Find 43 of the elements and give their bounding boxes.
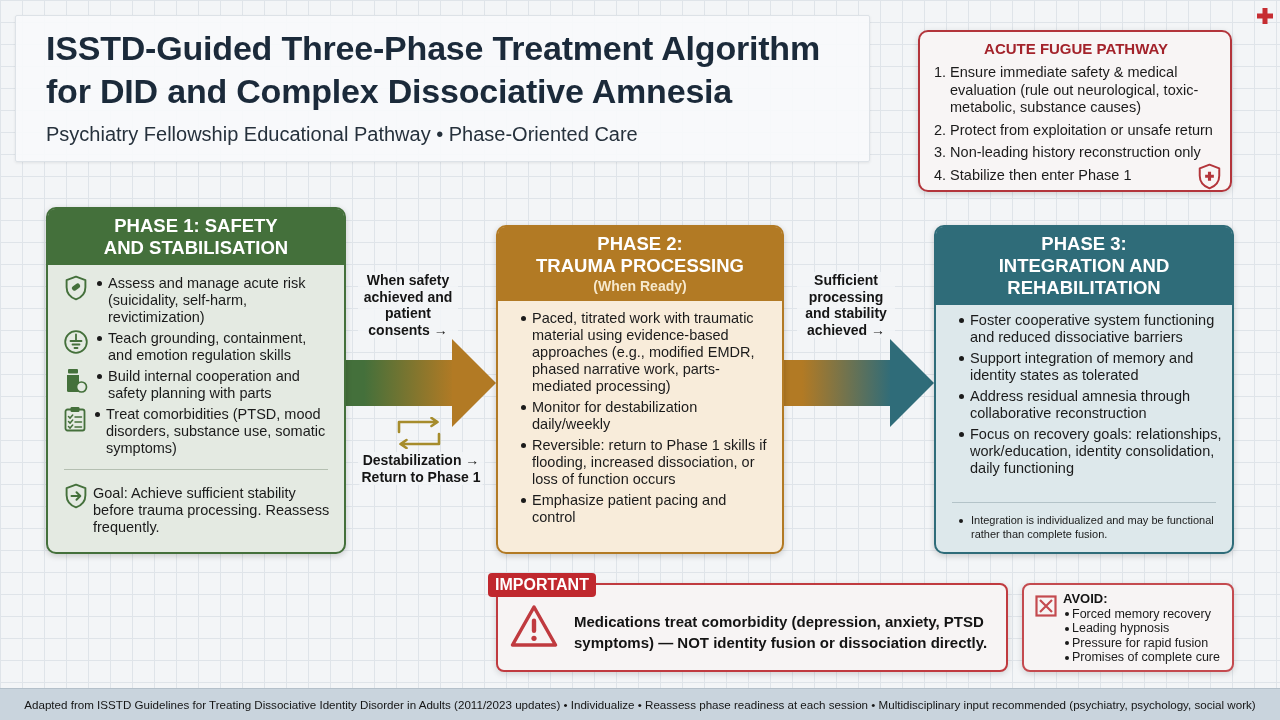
phase-card <box>46 207 346 554</box>
annotation-text: Destabilization → Return to Phase 1 <box>358 452 484 485</box>
subtitle: Psychiatry Fellowship Educational Pathway • Phase-Oriented Care <box>46 122 639 146</box>
bullet-text: Pressure for rapid fusion <box>1063 635 1228 650</box>
pathway-card <box>918 30 1232 192</box>
phase-card <box>934 225 1234 554</box>
phase-subheading: (When Ready) <box>593 277 687 295</box>
bullet-text: Teach grounding, containment, and emotion regulation skills <box>96 330 334 364</box>
bullet-text: Build internal cooperation and safety planning with parts <box>96 368 334 402</box>
numbered-step: 2. Protect from exploitation or unsafe return <box>934 121 1213 139</box>
numbered-step: 4. Stabilize then enter Phase 1 <box>934 166 1132 184</box>
avoid-heading: AVOID: <box>1063 592 1109 607</box>
numbered-step: 1. Ensure immediate safety & medical evaluation (rule out neurological, toxic-metabolic, substance causes) <box>934 64 1218 117</box>
bullet-text: Focus on recovery goals: relationships, work/education, identity consolidation, daily functioning <box>958 426 1222 477</box>
note-text: Integration is individualized and may be functional rather than complete fusion. <box>958 514 1222 541</box>
edge-label: Sufficient processing and stability achieved → <box>797 272 895 338</box>
pathway-heading: ACUTE FUGUE PATHWAY <box>983 39 1169 59</box>
warning-text: Medications treat comorbidity (depression, anxiety, PTSD symptoms) — NOT identity fusion or dissociation directly. <box>574 611 989 653</box>
bullet-text: Forced memory recovery <box>1063 606 1228 621</box>
bullet-text: Address residual amnesia through collaborative reconstruction <box>958 388 1222 422</box>
avoid-card <box>1022 583 1234 672</box>
phase-heading: PHASE 3: INTEGRATION AND REHABILITATION <box>997 233 1171 299</box>
title: ISSTD-Guided Three-Phase Treatment Algorithm for DID and Complex Dissociative Amnesia <box>46 28 821 112</box>
bullet-text: Leading hypnosis <box>1063 621 1228 636</box>
bullet-text: Monitor for destabilization daily/weekly <box>520 399 772 433</box>
bullet-text: Emphasize patient pacing and control <box>520 492 772 526</box>
phase-heading: PHASE 1: SAFETY AND STABILISATION <box>102 215 290 259</box>
bullet-text: Promises of complete cure <box>1063 650 1228 665</box>
numbered-step: 3. Non-leading history reconstruction only <box>934 144 1201 162</box>
arrow <box>346 339 496 427</box>
bullet-text: Treat comorbidities (PTSD, mood disorders, substance use, somatic symptoms) <box>94 406 334 457</box>
bullet-text: Reversible: return to Phase 1 skills if flooding, increased dissociation, or loss of function occurs <box>520 437 772 488</box>
bullet-text: Paced, titrated work with traumatic material using evidence-based approaches (e.g., modified EMDR, phased narrative work, parts-mediated processing) <box>520 310 772 395</box>
arrow <box>784 339 934 427</box>
edge-label: When safety achieved and patient consents → <box>358 272 458 338</box>
footer-text: Adapted from ISSTD Guidelines for Treating Dissociative Identity Disorder in Adults (2011/2023 updates) • Individualize • Reassess phase readiness at each session • Multidisciplinary input recommended (psychiatry, psychology, social work) <box>24 697 1256 712</box>
phase-heading: PHASE 2: TRAUMA PROCESSING <box>536 233 744 277</box>
bullet-text: Support integration of memory and identity states as tolerated <box>958 350 1222 384</box>
bullet-text: Foster cooperative system functioning and reduced dissociative barriers <box>958 312 1222 346</box>
bullet-text: Assess and manage acute risk (suicidality, self-harm, revictimization) <box>96 275 334 326</box>
warning-tag: IMPORTANT <box>488 573 596 597</box>
goal-text: Goal: Achieve sufficient stability before trauma processing. Reassess frequently. <box>93 485 331 536</box>
phase-card <box>496 225 784 554</box>
